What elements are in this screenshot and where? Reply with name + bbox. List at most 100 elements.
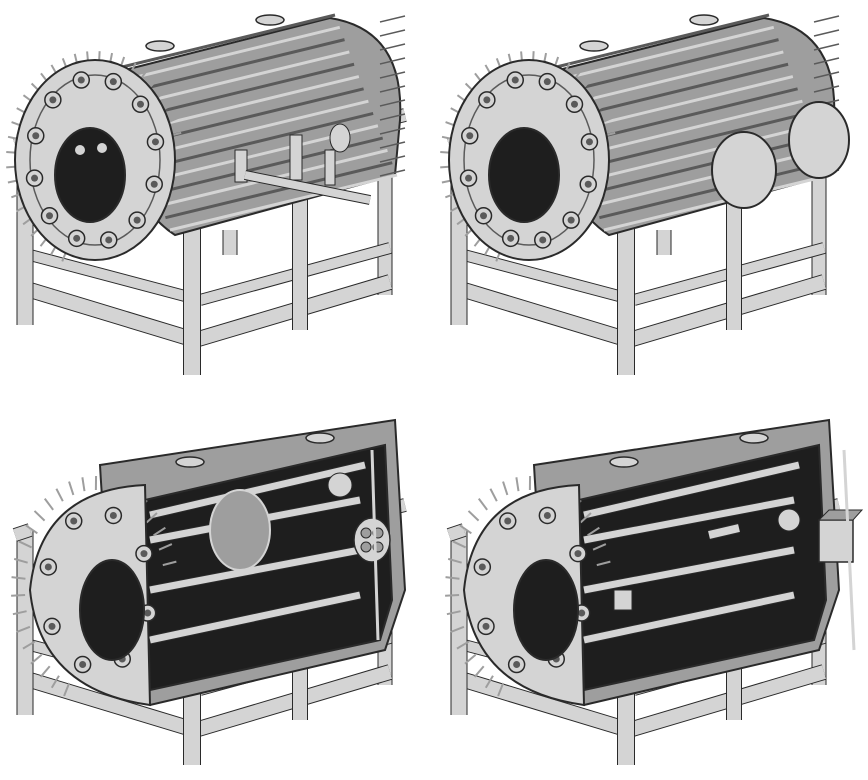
flange-bolt-head <box>77 76 85 84</box>
flange-bolt-head <box>49 96 57 104</box>
vessel-cutaway-assembly <box>445 418 864 765</box>
longitudinal-fin <box>575 99 803 158</box>
longitudinal-fin <box>599 161 827 220</box>
cutaway-body <box>98 418 407 707</box>
cooling-fins <box>11 475 177 697</box>
top-hatch <box>689 14 719 26</box>
flange-bolt-head <box>465 174 473 182</box>
side-port <box>329 123 351 153</box>
cluster-housing <box>353 517 391 563</box>
fin-tip <box>379 43 406 51</box>
round-port-plate <box>711 131 777 209</box>
radial-fin <box>464 653 477 665</box>
device-box <box>817 509 864 563</box>
radial-fin <box>456 640 470 650</box>
fin-tip <box>813 85 840 93</box>
panel-cutaway-vessel-disk <box>0 390 434 780</box>
round-port-plate <box>788 101 850 179</box>
flange-bolt-head <box>478 563 486 571</box>
radial-fin <box>50 675 60 689</box>
flange-bolts <box>459 71 599 249</box>
radial-fin <box>596 560 611 567</box>
frame-front-mid-rail <box>462 250 636 305</box>
top-hatch <box>305 432 335 444</box>
round-port-plates <box>711 101 850 209</box>
longitudinal-fin <box>165 161 393 220</box>
fin-tip <box>379 99 406 107</box>
flange-bolt-head <box>513 661 521 669</box>
top-hatch <box>175 456 205 468</box>
small-disk <box>327 472 353 498</box>
end-flange <box>445 475 611 707</box>
longitudinal-fin <box>603 173 832 232</box>
longitudinal-fin <box>146 112 374 170</box>
radial-fin <box>162 560 177 567</box>
frame-top-left-rail <box>447 524 466 541</box>
fin-tip <box>379 113 406 121</box>
longitudinal-fin <box>548 25 775 84</box>
flange-bolt-head <box>136 100 144 108</box>
vessel-drawing <box>11 418 407 765</box>
flange-bolt-head <box>543 511 551 519</box>
top-hatch <box>739 432 769 444</box>
end-opening <box>488 127 560 223</box>
end-port <box>75 145 85 155</box>
radial-fin <box>489 488 498 502</box>
radial-fin <box>484 675 494 689</box>
manifold-riser <box>324 149 336 186</box>
longitudinal-fin <box>543 13 770 72</box>
longitudinal-fin <box>123 50 350 109</box>
longitudinal-fin <box>118 38 345 97</box>
flange-bolt-head <box>567 216 575 224</box>
fin-tip <box>379 29 406 37</box>
fin-tip <box>379 15 406 23</box>
port-manifold <box>234 123 371 205</box>
flange-bolt-head <box>105 236 113 244</box>
top-hatch <box>255 14 285 26</box>
support-rod <box>583 496 795 544</box>
flange-bolt-head <box>543 78 551 86</box>
radial-fin <box>63 682 71 697</box>
flange-bolt-head <box>109 78 117 86</box>
longitudinal-fin <box>109 13 336 72</box>
flange-bolt-head <box>133 216 141 224</box>
cutaway-body <box>532 418 864 707</box>
internal-disk <box>209 489 271 571</box>
end-flange <box>440 51 616 262</box>
cluster-port <box>360 541 372 553</box>
longitudinal-fin <box>585 124 813 183</box>
radial-fin <box>158 543 173 551</box>
radial-fin <box>145 512 158 524</box>
flange-bolt-head <box>578 609 586 617</box>
radial-fin <box>540 477 545 492</box>
flange-bolt-head <box>483 96 491 104</box>
radial-fin <box>30 653 43 665</box>
flange-bolt-head <box>109 511 117 519</box>
longitudinal-fin <box>128 62 355 121</box>
radial-fin <box>497 682 505 697</box>
fin-tip <box>379 85 406 93</box>
small-disk <box>777 508 801 532</box>
fin-tip <box>813 43 840 51</box>
cut-edge-bar <box>842 449 856 651</box>
flange-bolt-head <box>150 180 158 188</box>
end-opening <box>79 559 145 661</box>
radial-fin <box>12 610 27 616</box>
radial-fin <box>153 526 166 537</box>
support-rod <box>583 546 795 594</box>
flange-bolt-head <box>507 234 515 242</box>
flange-bolt-head <box>151 138 159 146</box>
longitudinal-fin <box>589 136 818 195</box>
support-rod <box>583 591 795 644</box>
fin-tip <box>379 169 406 177</box>
flange-bolt-head <box>48 622 56 630</box>
radial-fin <box>68 481 75 496</box>
panel-closed-vessel-round-ports <box>434 0 868 390</box>
frame-top-left-rail <box>13 524 32 541</box>
radial-fin <box>18 540 33 549</box>
flange-bolt-head <box>144 609 152 617</box>
flange-bolt-head <box>480 212 488 220</box>
fin-tip <box>379 155 406 163</box>
flange-bolt-head <box>46 212 54 220</box>
radial-fin <box>502 481 509 496</box>
